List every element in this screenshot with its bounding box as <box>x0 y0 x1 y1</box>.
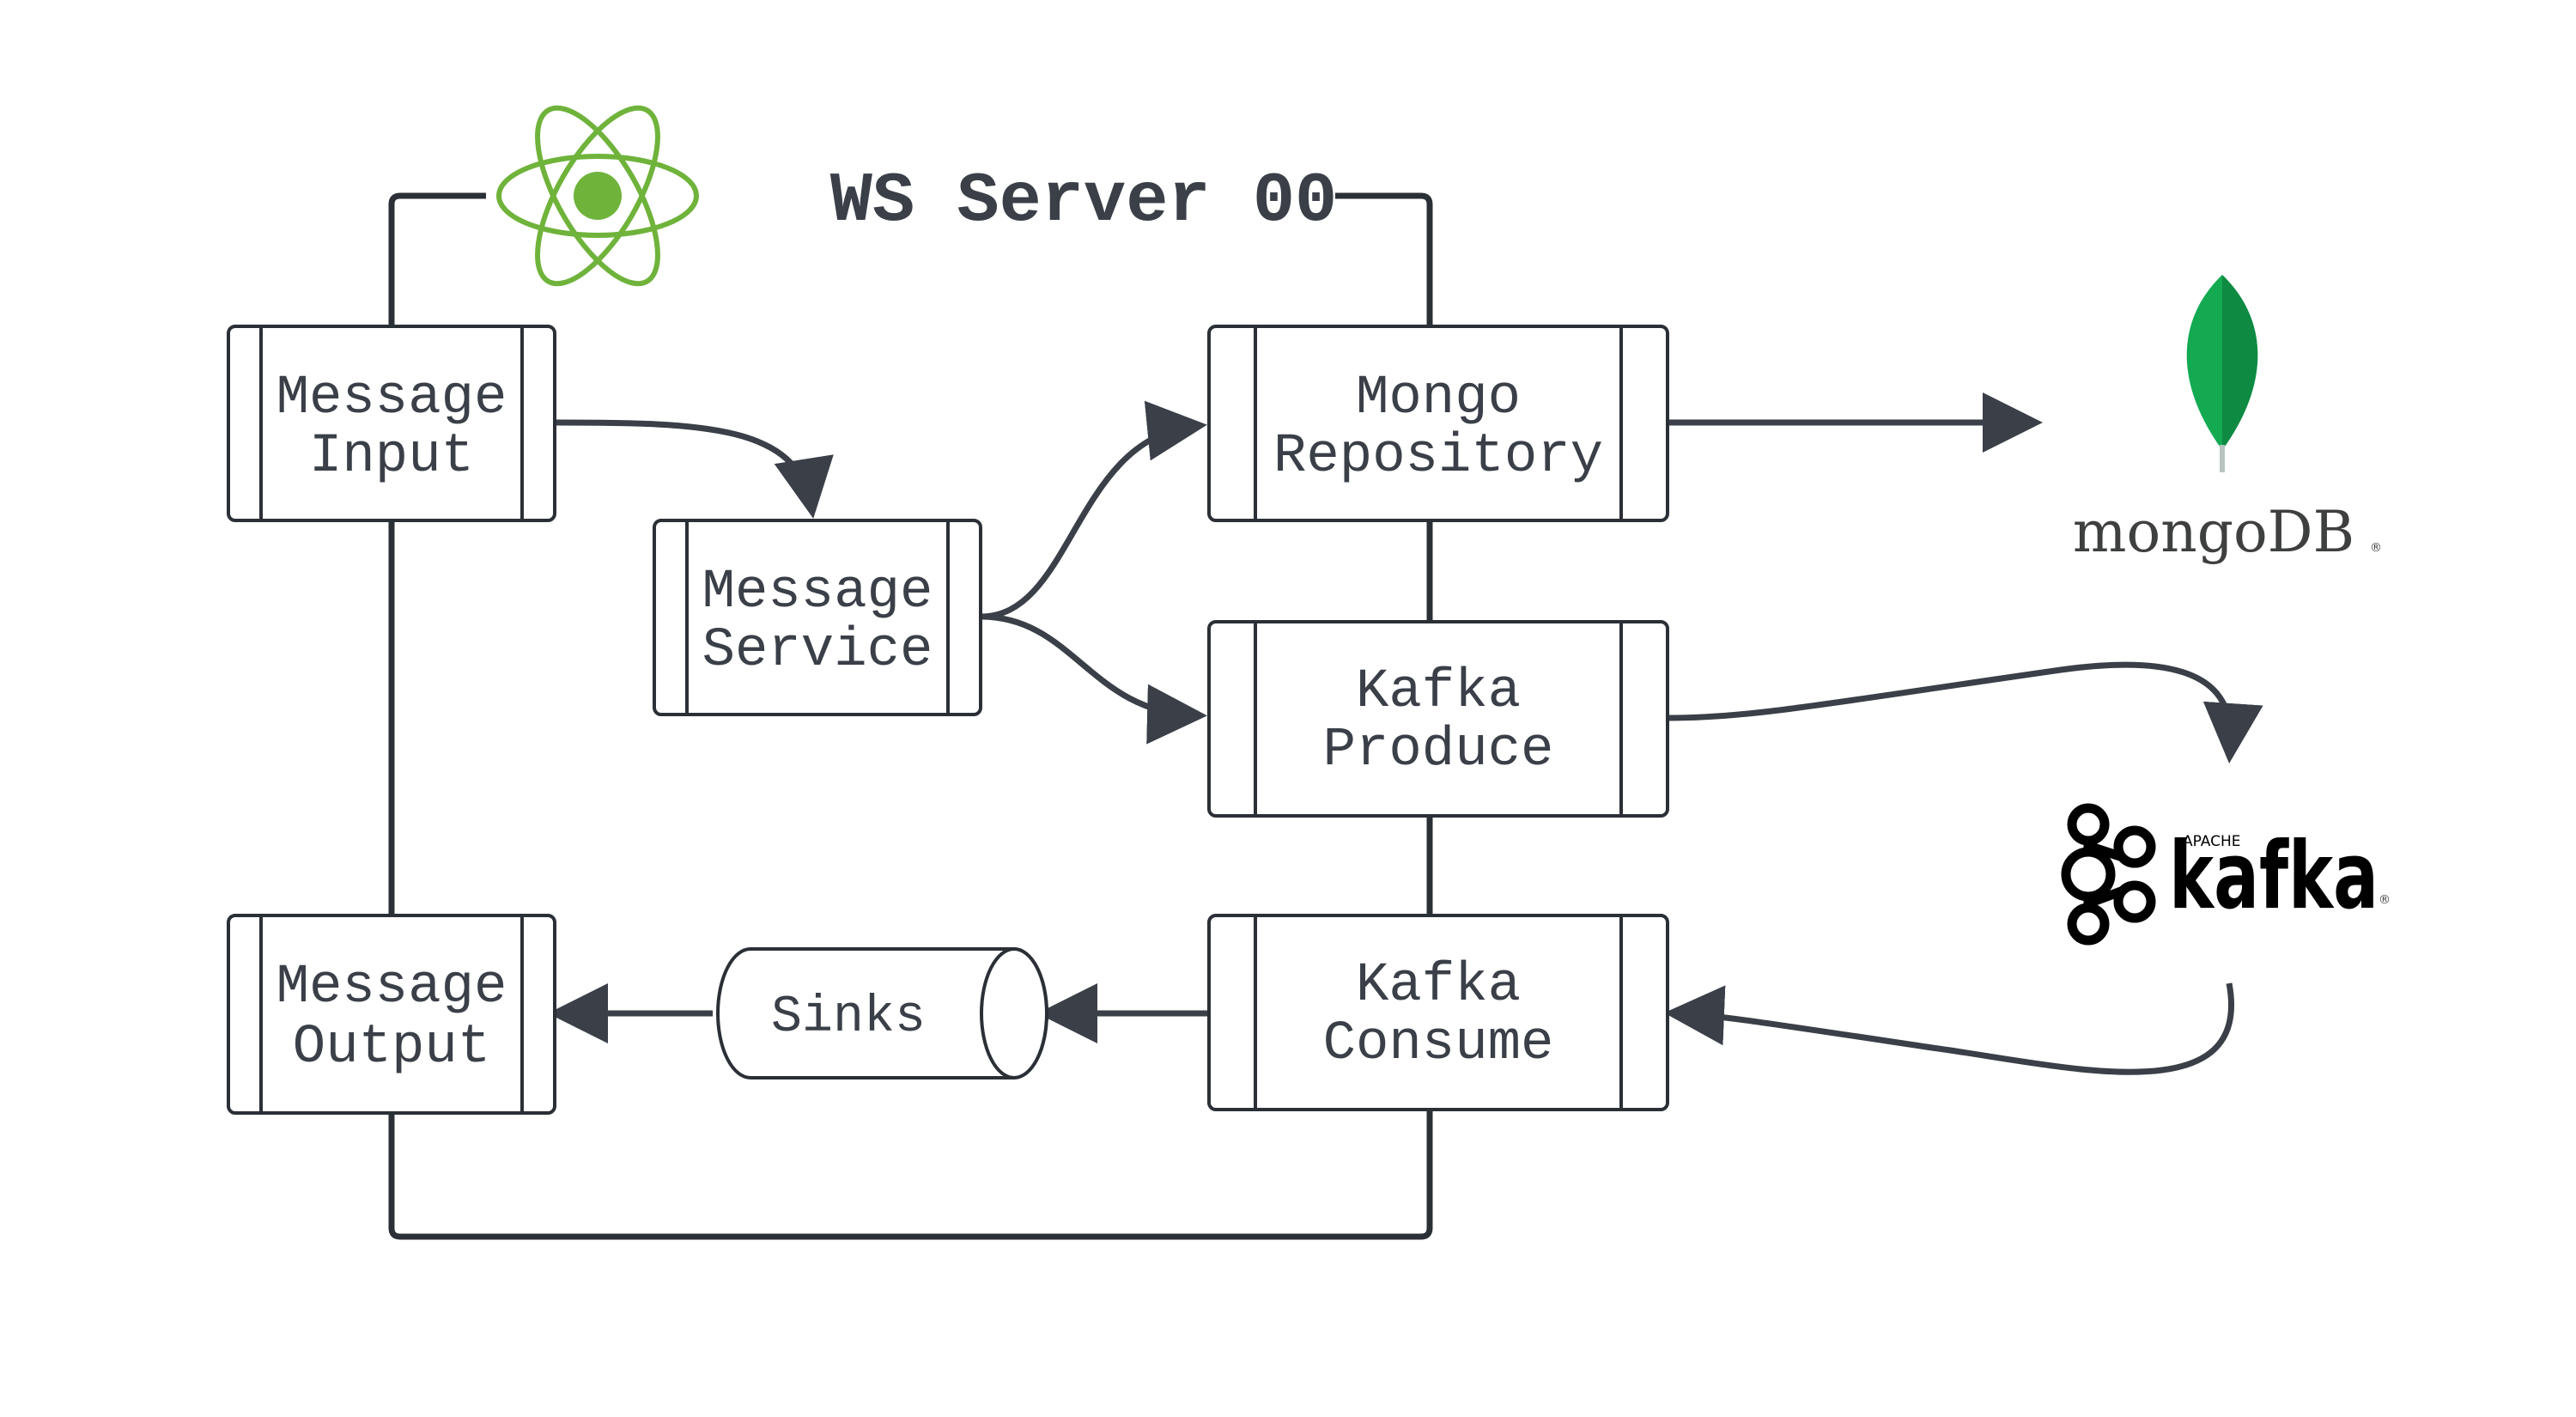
node-kafka-consume: Kafka Consume <box>1207 914 1669 1111</box>
arrow-service-to-mongo <box>980 400 1207 620</box>
node-sinks: Sinks <box>716 947 1048 1079</box>
node-label-line-1: Message <box>276 368 507 429</box>
arrow-kafka-to-consume <box>1664 982 2234 1075</box>
mongodb-leaf-icon <box>2186 275 2258 472</box>
node-message-service: Message Service <box>653 519 982 716</box>
arrow-input-to-service <box>554 419 834 519</box>
node-label-line-2: Input <box>309 426 474 488</box>
kafka-registered-mark: ® <box>2379 893 2391 907</box>
arrow-produce-to-kafka <box>1667 661 2263 763</box>
node-kafka-produce: Kafka Produce <box>1207 620 1669 818</box>
connectors <box>548 392 2263 1075</box>
node-label-line-1: Kafka <box>1356 955 1521 1017</box>
node-message-output: Message Output <box>227 914 556 1115</box>
server-title: WS Server 00 <box>830 161 1338 241</box>
node-label-line-2: Service <box>702 620 933 682</box>
node-mongo-repository: Mongo Repository <box>1207 325 1669 522</box>
atom-logo-icon <box>496 105 699 287</box>
node-label-line-2: Consume <box>1323 1013 1554 1075</box>
server-frame <box>388 192 1433 1240</box>
mongodb-registered-mark: ® <box>2370 541 2382 555</box>
sinks-label: Sinks <box>771 988 926 1047</box>
mongodb-logo: mongoDB ® <box>2073 275 2382 565</box>
node-message-input: Message Input <box>227 325 556 522</box>
node-label-line-1: Message <box>276 957 507 1019</box>
node-label-line-1: Kafka <box>1356 661 1521 723</box>
node-label-line-2: Repository <box>1273 426 1603 488</box>
kafka-wordmark: kafka <box>2169 823 2379 930</box>
arrow-service-to-produce <box>980 613 1207 745</box>
node-label-line-2: Produce <box>1323 720 1554 781</box>
mongodb-wordmark: mongoDB <box>2073 499 2354 565</box>
node-label-line-2: Output <box>293 1017 490 1079</box>
node-label-line-1: Message <box>702 562 933 623</box>
kafka-logo: APACHE kafka ® <box>2061 803 2391 946</box>
node-label-line-1: Mongo <box>1356 368 1521 429</box>
kafka-apache-label: APACHE <box>2183 833 2241 850</box>
kafka-cluster-icon <box>2061 803 2156 946</box>
